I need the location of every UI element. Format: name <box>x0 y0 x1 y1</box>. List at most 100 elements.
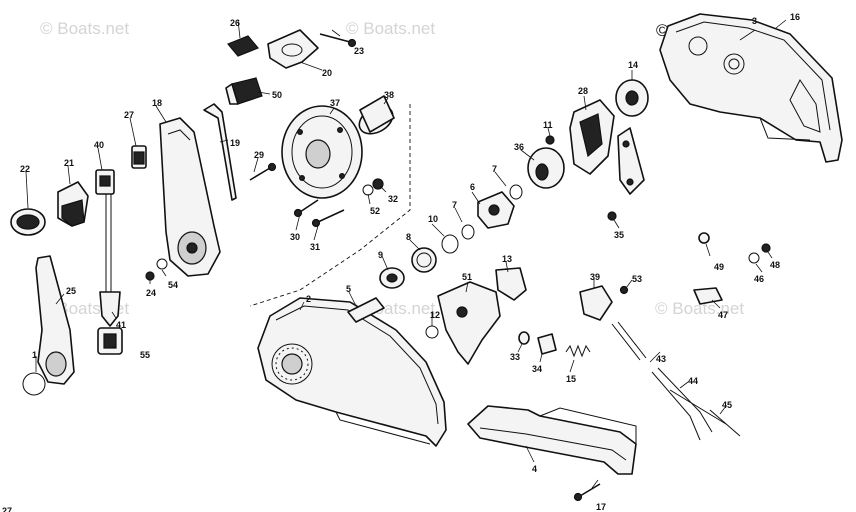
part-25-lever-arm <box>22 255 75 396</box>
callout-50: 50 <box>272 90 282 100</box>
callout-24: 24 <box>146 288 156 298</box>
part-13-lever <box>495 267 527 301</box>
part-55-connector-plug <box>97 327 123 355</box>
part-21-knob <box>57 181 89 227</box>
callout-30: 30 <box>290 232 300 242</box>
part-31-screw <box>311 209 345 228</box>
callout-20: 20 <box>322 68 332 78</box>
callout-16: 16 <box>790 12 800 22</box>
part-46-washer <box>748 252 760 264</box>
callout-17: 17 <box>596 502 606 512</box>
callout-3: 3 <box>752 16 757 26</box>
callout-55: 55 <box>140 350 150 360</box>
corner-code: 27 <box>2 506 12 512</box>
callout-51: 51 <box>462 272 472 282</box>
callout-25: 25 <box>66 286 76 296</box>
callout-5: 5 <box>346 284 351 294</box>
callout-47: 47 <box>718 310 728 320</box>
part-40-switch <box>95 169 115 195</box>
watermark: © Boats.net <box>40 19 129 38</box>
callout-13: 13 <box>502 254 512 264</box>
watermark: © Boats.net <box>655 299 744 318</box>
part-18-shift-lever <box>159 117 221 277</box>
callout-52: 52 <box>370 206 380 216</box>
part-2-housing-base <box>257 297 447 447</box>
callout-4: 4 <box>532 464 537 474</box>
part-12-washer <box>425 325 439 339</box>
callout-2: 2 <box>306 294 311 304</box>
callout-40: 40 <box>94 140 104 150</box>
callout-1: 1 <box>32 350 37 360</box>
callout-7b: 7 <box>492 164 497 174</box>
part-30-screw <box>293 199 319 218</box>
part-47-clip <box>693 287 723 305</box>
callout-34: 34 <box>532 364 542 374</box>
callout-45: 45 <box>722 400 732 410</box>
part-11-nut <box>545 135 555 145</box>
callout-33: 33 <box>510 352 520 362</box>
part-48-nut <box>761 243 771 253</box>
callout-23: 23 <box>354 46 364 56</box>
part-34-detent <box>537 333 557 355</box>
part-22-knob-cap <box>10 208 46 236</box>
callout-27: 27 <box>124 110 134 120</box>
callout-14: 14 <box>628 60 638 70</box>
callout-22: 22 <box>20 164 30 174</box>
assembly-outline <box>249 104 411 307</box>
callout-49: 49 <box>714 262 724 272</box>
part-3-housing-cover <box>659 13 843 163</box>
callout-38: 38 <box>384 90 394 100</box>
part-36-gear <box>527 147 565 189</box>
callout-7a: 7 <box>452 200 457 210</box>
part-53-screw <box>619 285 629 295</box>
callout-36: 36 <box>514 142 524 152</box>
part-20-cover-clip <box>267 29 319 69</box>
callout-53: 53 <box>632 274 642 284</box>
callout-44: 44 <box>688 376 698 386</box>
callout-26: 26 <box>230 18 240 28</box>
part-50-block <box>225 77 263 105</box>
callout-48: 48 <box>770 260 780 270</box>
callout-39: 39 <box>590 272 600 282</box>
part-27-clip <box>131 145 147 169</box>
callout-32: 32 <box>388 194 398 204</box>
leader-lines <box>25 19 787 489</box>
part-8-bearing <box>411 247 437 273</box>
callout-28: 28 <box>578 86 588 96</box>
part-5-shaft <box>347 297 385 323</box>
part-52-washer <box>362 184 374 196</box>
callout-31: 31 <box>310 242 320 252</box>
part-link-arm <box>617 127 645 195</box>
part-7-ring <box>509 184 523 200</box>
part-7-ring <box>461 224 475 240</box>
callout-46: 46 <box>754 274 764 284</box>
part-49-bolt <box>698 232 710 244</box>
part-51-bracket <box>437 281 501 365</box>
callout-54: 54 <box>168 280 178 290</box>
callout-10: 10 <box>428 214 438 224</box>
callout-35: 35 <box>614 230 624 240</box>
callout-37: 37 <box>330 98 340 108</box>
part-17-screw <box>573 483 601 502</box>
callout-21: 21 <box>64 158 74 168</box>
part-39-switch <box>579 285 613 321</box>
callout-41: 41 <box>116 320 126 330</box>
part-14-hub <box>615 79 649 117</box>
part-19-rod <box>203 103 237 201</box>
part-45-wire <box>709 409 741 437</box>
callout-29: 29 <box>254 150 264 160</box>
callout-numbers: 1 2 3 4 5 6 7 7 8 9 10 11 12 13 14 15 16… <box>20 12 800 512</box>
part-24-bolt <box>145 271 155 281</box>
callout-15: 15 <box>566 374 576 384</box>
part-28-plate <box>569 99 615 175</box>
part-29-screw <box>249 162 277 181</box>
part-6-cam <box>477 191 515 229</box>
screw <box>319 33 357 48</box>
part-15-spring <box>565 344 591 358</box>
callout-9: 9 <box>378 250 383 260</box>
callout-43: 43 <box>656 354 666 364</box>
part-4-bracket <box>467 405 637 475</box>
part-54-washer <box>156 258 168 270</box>
watermark: © Boats.net <box>346 19 435 38</box>
